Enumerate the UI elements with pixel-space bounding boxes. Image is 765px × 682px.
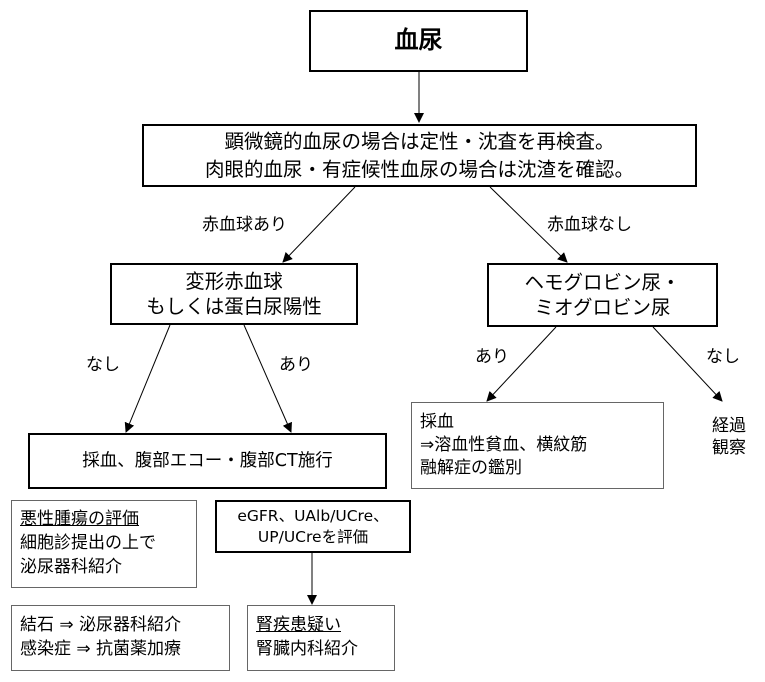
node-recheck: 顕微鏡的血尿の場合は定性・沈査を再検査。 肉眼的血尿・有症候性血尿の場合は沈渣を…: [142, 124, 697, 187]
node-dysmorphic-line2: もしくは蛋白尿陽性: [146, 295, 322, 318]
node-hemolysis-line3: 融解症の鑑別: [420, 457, 522, 478]
node-egfr-line1: eGFR、UAlb/UCre、: [237, 506, 389, 525]
node-malignancy: 悪性腫瘍の評価 細胞診提出の上で 泌尿器科紹介: [11, 500, 197, 588]
node-stone-line2: 感染症 ⇒ 抗菌薬加療: [20, 639, 182, 659]
node-malignancy-line1: 悪性腫瘍の評価: [20, 509, 139, 530]
node-renal: 腎疾患疑い 腎臓内科紹介: [247, 605, 395, 671]
node-hemoglobinuria-line2: ミオグロビン尿: [534, 296, 671, 319]
node-hemoglobinuria-line1: ヘモグロビン尿・: [524, 270, 681, 294]
arrow-dysmorphic-to-imaging-left: [124, 324, 171, 433]
arrow-hemoglobinuria-to-observation: [652, 326, 723, 402]
node-hemoglobinuria: ヘモグロビン尿・ ミオグロビン尿: [487, 263, 718, 327]
node-egfr-line2: UP/UCreを評価: [257, 527, 369, 546]
edge-label-dys-present: あり: [279, 355, 313, 375]
node-hemolysis-line2: ⇒溶血性貧血、横紋筋: [420, 435, 588, 456]
node-recheck-line1: 顕微鏡的血尿の場合は定性・沈査を再検査。: [224, 130, 615, 154]
node-renal-line1: 腎疾患疑い: [256, 615, 341, 636]
node-observation-line1: 経過: [712, 415, 746, 436]
node-observation-line2: 観察: [712, 438, 746, 458]
node-renal-line2: 腎臓内科紹介: [256, 639, 358, 659]
node-stone-infection: 結石 ⇒ 泌尿器科紹介 感染症 ⇒ 抗菌薬加療: [11, 605, 230, 671]
arrow-dysmorphic-to-imaging-right: [243, 324, 292, 433]
node-observation: 経過 観察: [700, 408, 758, 466]
node-hematuria: 血尿: [309, 10, 528, 72]
edge-label-hb-none: なし: [706, 347, 740, 367]
node-imaging: 採血、腹部エコー・腹部CT施行: [28, 433, 387, 489]
node-hematuria-label: 血尿: [394, 26, 443, 55]
edge-label-dys-none: なし: [86, 355, 120, 375]
node-egfr: eGFR、UAlb/UCre、 UP/UCreを評価: [215, 500, 411, 553]
arrow-recheck-to-dysmorphic: [282, 186, 356, 263]
edge-label-rbc-absent: 赤血球なし: [547, 215, 632, 235]
node-recheck-line2: 肉眼的血尿・有症候性血尿の場合は沈渣を確認。: [204, 157, 634, 181]
node-imaging-label: 採血、腹部エコー・腹部CT施行: [82, 450, 333, 471]
node-malignancy-line3: 泌尿器科紹介: [20, 556, 122, 577]
edge-label-hb-present: あり: [475, 347, 509, 367]
node-dysmorphic-line1: 変形赤血球: [185, 269, 283, 293]
node-hemolysis-line1: 採血: [420, 412, 454, 433]
node-stone-line1: 結石 ⇒ 泌尿器科紹介: [20, 615, 182, 636]
arrow-hemoglobinuria-to-hemolysis: [486, 326, 557, 402]
arrow-recheck-to-hemoglobinuria: [489, 186, 568, 263]
node-malignancy-line2: 細胞診提出の上で: [20, 533, 156, 554]
node-hemolysis: 採血 ⇒溶血性貧血、横紋筋 融解症の鑑別: [411, 402, 664, 489]
edge-label-rbc-present: 赤血球あり: [202, 215, 287, 235]
node-dysmorphic: 変形赤血球 もしくは蛋白尿陽性: [110, 263, 358, 325]
